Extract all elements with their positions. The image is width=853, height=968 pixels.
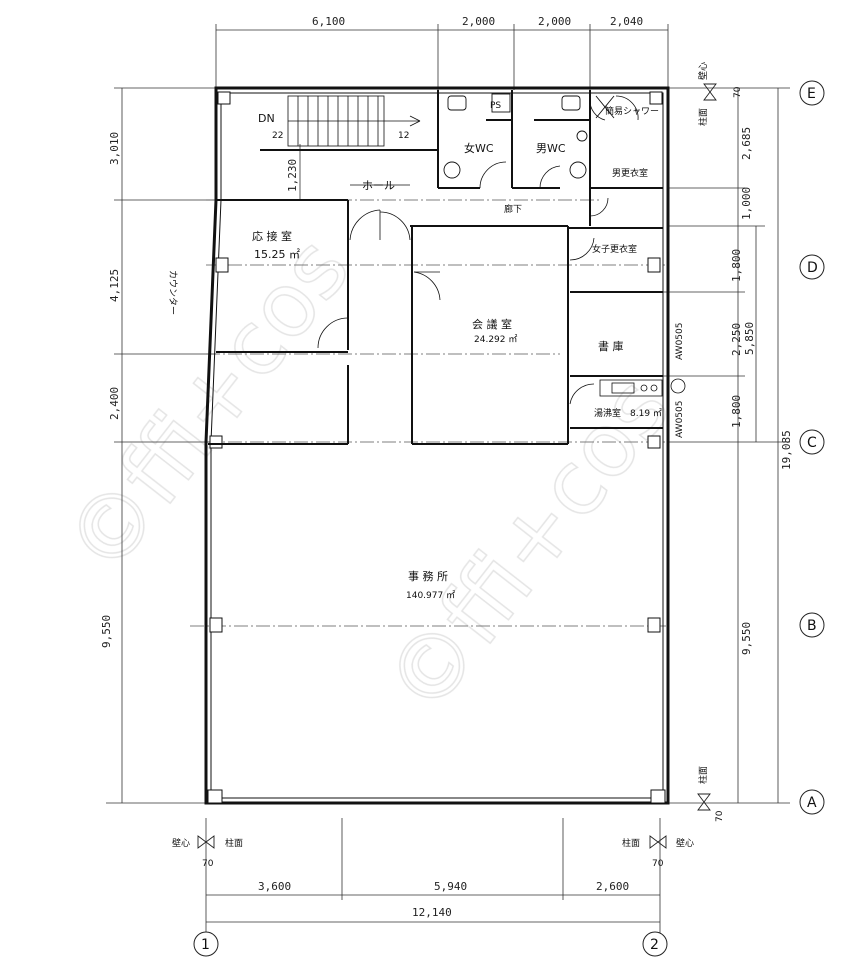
dim-right-5: 1,800 xyxy=(730,395,743,428)
marker-column-face-rt: 柱面 xyxy=(697,108,709,126)
marker-column-face-bl: 柱面 xyxy=(225,837,243,849)
door-swings xyxy=(317,95,639,405)
kitchen-counter xyxy=(599,378,686,397)
dim-right-3: 1,800 xyxy=(730,249,743,282)
room-hall: ホール xyxy=(362,179,395,192)
dim-bottom-3: 2,600 xyxy=(596,880,629,893)
marker-wall-center-bl: 壁心 xyxy=(172,837,190,849)
dim-right-1: 2,685 xyxy=(740,127,753,160)
room-office-area: 140.977 ㎡ xyxy=(406,590,455,601)
grid-bubbles xyxy=(193,80,825,957)
room-womens-wc: 女WC xyxy=(464,141,494,155)
dim-top-4: 2,040 xyxy=(610,15,643,28)
room-womens-locker: 女子更衣室 xyxy=(592,243,637,255)
grid-label-B: B xyxy=(807,618,817,634)
grid-bubble-1 xyxy=(193,931,219,957)
room-meeting: 会 議 室 xyxy=(472,317,512,331)
grid-bubble-A xyxy=(799,789,825,815)
grid-centerlines xyxy=(190,199,668,627)
marker-offset-rb: 70 xyxy=(715,810,725,822)
dim-right-total: 19,085 xyxy=(780,430,793,470)
left-dimensions xyxy=(106,87,301,804)
window-aw-lower: AW0505 xyxy=(675,401,685,438)
room-counter: カウンター xyxy=(167,270,178,315)
dim-right-2: 1,000 xyxy=(740,187,753,220)
interior-walls xyxy=(208,90,663,445)
marker-offset-br: 70 xyxy=(652,859,664,869)
bottom-right-marker: 柱面 壁心 70 xyxy=(622,835,694,869)
dim-right-mid: 5,850 xyxy=(743,322,756,355)
dim-right-4: 2,250 xyxy=(730,323,743,356)
dim-left-inner: 1,230 xyxy=(286,159,299,192)
staircase xyxy=(287,95,421,147)
grid-label-E: E xyxy=(807,86,816,102)
marker-wall-center-rt: 壁心 xyxy=(697,62,709,80)
grid-label-1: 1 xyxy=(201,937,210,953)
room-archive: 書 庫 xyxy=(598,339,624,353)
grid-bubble-C xyxy=(799,429,825,455)
dim-top-2: 2,000 xyxy=(462,15,495,28)
room-corridor: 廊下 xyxy=(504,203,522,215)
dim-left-4: 9,550 xyxy=(100,615,113,648)
dim-left-3: 2,400 xyxy=(108,387,121,420)
stair-steps-b: 12 xyxy=(398,131,409,141)
columns xyxy=(207,91,666,804)
marker-column-face-br: 柱面 xyxy=(622,837,640,849)
grid-label-A: A xyxy=(807,795,817,811)
dim-bottom-1: 3,600 xyxy=(258,880,291,893)
dim-top-3: 2,000 xyxy=(538,15,571,28)
room-reception: 応 接 室 xyxy=(252,229,292,243)
marker-wall-center-br: 壁心 xyxy=(676,837,694,849)
dim-bottom-2: 5,940 xyxy=(434,880,467,893)
grid-label-C: C xyxy=(807,435,817,451)
room-reception-area: 15.25 ㎡ xyxy=(254,248,300,261)
grid-bubble-E xyxy=(799,80,825,106)
right-top-marker: 壁心 柱面 70 xyxy=(697,62,743,126)
room-ps: PS xyxy=(490,101,501,111)
room-mens-wc: 男WC xyxy=(536,142,566,155)
top-dimensions xyxy=(215,24,669,90)
grid-bubble-D xyxy=(799,254,825,280)
bottom-left-marker: 壁心 柱面 70 xyxy=(172,835,243,869)
dim-left-1: 3,010 xyxy=(108,132,121,165)
window-aw-upper: AW0505 xyxy=(675,323,685,360)
dim-left-2: 4,125 xyxy=(108,269,121,302)
dim-right-6: 9,550 xyxy=(740,622,753,655)
grid-label-D: D xyxy=(807,260,818,276)
marker-offset-bl: 70 xyxy=(202,859,214,869)
grid-bubble-B xyxy=(799,612,825,638)
room-mens-locker: 男更衣室 xyxy=(612,167,648,179)
dim-top-1: 6,100 xyxy=(312,15,345,28)
room-office: 事 務 所 xyxy=(408,569,448,583)
dim-bottom-total: 12,140 xyxy=(412,906,452,919)
room-kitchen-area: 8.19 ㎡ xyxy=(630,408,662,419)
marker-offset-rt: 70 xyxy=(733,86,743,98)
room-meeting-area: 24.292 ㎡ xyxy=(474,334,517,345)
stair-steps-a: 22 xyxy=(272,131,283,141)
room-kitchen: 湯沸室 xyxy=(594,407,621,419)
marker-column-face-rb: 柱面 xyxy=(697,766,709,784)
bottom-dimensions xyxy=(205,818,661,940)
toilet-fixtures xyxy=(443,93,615,179)
stair-dn: DN xyxy=(258,112,275,125)
grid-label-2: 2 xyxy=(650,937,659,953)
room-shower: 簡易シャワー xyxy=(605,105,659,117)
watermark: ©ffi+cos ©ffi+cos xyxy=(45,218,691,734)
grid-bubble-2 xyxy=(642,931,668,957)
right-bottom-marker: 柱面 70 xyxy=(697,766,725,822)
